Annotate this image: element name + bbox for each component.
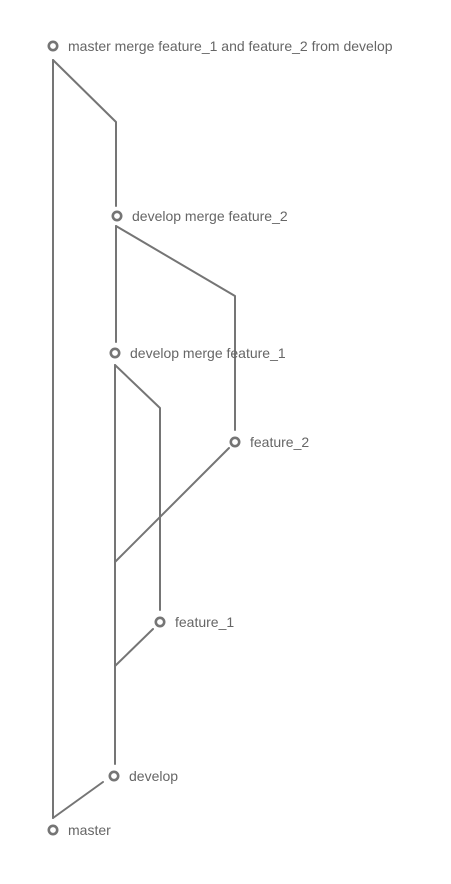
edge-feature-1-into-develop [114,364,161,611]
commit-develop[interactable]: develop [108,768,178,784]
commit-dot-icon[interactable] [47,40,59,52]
commit-develop-merge-feature-1[interactable]: develop merge feature_1 [109,345,286,361]
commit-dot-icon[interactable] [111,210,123,222]
commit-message: develop [129,768,178,784]
commit-dot-icon[interactable] [108,770,120,782]
commit-feature-1[interactable]: feature_1 [154,614,235,630]
edge-feature-1-from-develop [114,628,154,667]
edge-feature-2-into-develop [115,225,236,431]
commit-message: feature_2 [250,434,309,450]
commit-message: master merge feature_1 and feature_2 fro… [68,38,393,54]
edge-develop-from-master [52,781,104,819]
commit-message: feature_1 [175,614,234,630]
commit-master-merge[interactable]: master merge feature_1 and feature_2 fro… [47,38,393,54]
commit-nodes: master merge feature_1 and feature_2 fro… [47,38,393,838]
edge-feature-2-from-develop [114,447,230,563]
commit-message: develop merge feature_2 [132,208,288,224]
commit-develop-merge-feature-2[interactable]: develop merge feature_2 [111,208,288,224]
commit-message: master [68,822,111,838]
commit-feature-2[interactable]: feature_2 [229,434,310,450]
edge-develop-into-master [52,59,117,207]
commit-message: develop merge feature_1 [130,345,286,361]
commit-dot-icon[interactable] [109,347,121,359]
commit-dot-icon[interactable] [47,824,59,836]
branch-edges [52,59,236,819]
commit-dot-icon[interactable] [229,436,241,448]
commit-dot-icon[interactable] [154,616,166,628]
commit-master[interactable]: master [47,822,111,838]
